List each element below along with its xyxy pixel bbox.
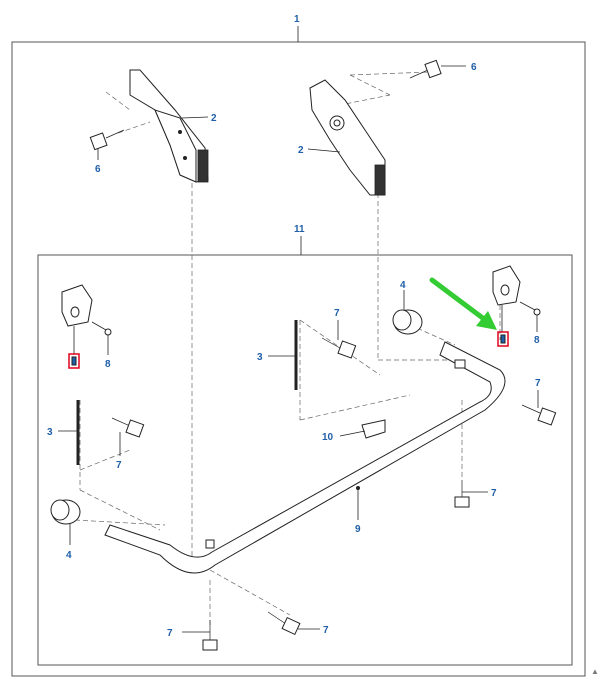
bolt-bottom-right [267,611,320,636]
green-pointer-arrow [429,277,497,330]
callout-bolt-bottom-right: 7 [323,625,329,636]
callout-bracket-right: 2 [298,145,304,156]
callout-rod-lower: 3 [47,427,53,438]
callout-bolt-left: 7 [116,460,122,471]
highlight-box-left [68,353,80,369]
bolt-right [521,390,557,426]
bump-stop-left [61,284,112,369]
callout-bolt-bottom-left: 7 [167,628,173,639]
callout-bolt-top-left: 6 [95,164,101,175]
bracket-right [309,79,386,196]
callout-bolt-right: 7 [535,378,541,389]
bolt-bottom-right-vertical [454,480,488,508]
callout-bracket-left: 2 [211,113,217,124]
bolt-left [111,417,145,456]
callout-bolt-top-right: 6 [471,62,477,73]
corner-mark: ▲ [591,667,599,676]
callout-bush-lower: 4 [66,550,72,561]
inner-assembly-frame [37,236,573,666]
rod-lower [58,400,80,465]
callout-tube: 9 [355,524,361,535]
callout-bush-upper: 4 [400,280,406,291]
rod-upper [268,320,298,390]
bolt-top-left [89,129,125,160]
bolt-bottom-left [182,620,218,651]
callout-bolt-mid: 7 [334,308,340,319]
bolt-mid [321,320,357,359]
callout-rod-upper: 3 [257,352,263,363]
highlight-box-right [497,331,509,347]
bush-lower [50,499,81,545]
bump-stop-right [492,265,541,347]
label-plate [339,419,386,439]
callout-clip-right: 8 [534,335,540,346]
bush-upper [392,290,423,335]
callout-bolt-bottom-right-vertical: 7 [491,488,497,499]
bolt-top-right [409,59,466,79]
outer-assembly-frame [11,26,586,677]
tube-assembly [104,341,506,574]
callout-clip-left: 8 [105,359,111,370]
callout-frame-inner: 11 [294,224,305,235]
callout-label-plate: 10 [322,432,334,443]
callout-frame-outer: 1 [294,14,300,25]
bracket-left [129,69,209,183]
